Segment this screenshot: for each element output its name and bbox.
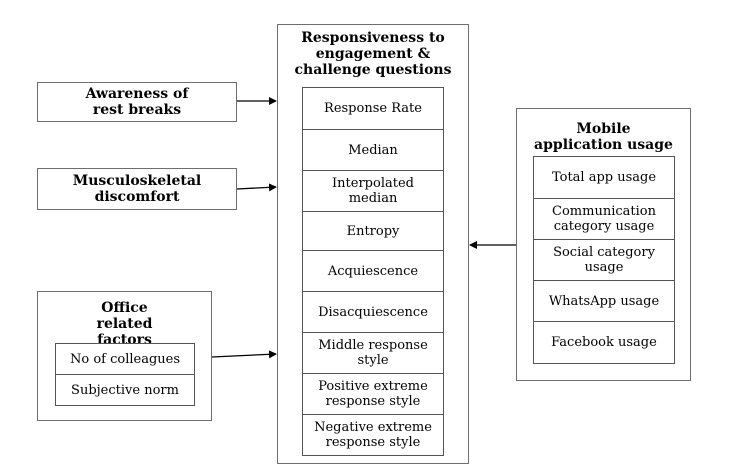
- responsiveness-item: Response Rate: [302, 87, 444, 130]
- responsiveness-item: Negative extreme response style: [302, 414, 444, 456]
- mobile-usage-item: WhatsApp usage: [533, 280, 675, 322]
- mobile-application-usage-title: Mobile application usage: [534, 121, 673, 153]
- office-related-factors-box: Office related factors No of colleagues …: [37, 291, 212, 421]
- musculoskeletal-discomfort-title: Musculoskeletal discomfort: [72, 173, 202, 205]
- responsiveness-item: Acquiescence: [302, 250, 444, 292]
- mobile-usage-item: Social category usage: [533, 239, 675, 281]
- responsiveness-box: Responsiveness to engagement & challenge…: [277, 24, 469, 464]
- office-to-responsiveness-arrow: [211, 350, 277, 359]
- responsiveness-title: Responsiveness to engagement & challenge…: [294, 30, 452, 78]
- awareness-of-rest-breaks-title: Awareness of rest breaks: [85, 86, 189, 118]
- mobile-application-usage-box: Mobile application usage Total app usage…: [516, 108, 691, 381]
- responsiveness-item: Entropy: [302, 211, 444, 251]
- office-factor-item: No of colleagues: [55, 343, 195, 375]
- mobile-usage-item: Total app usage: [533, 156, 675, 199]
- mobile-usage-item: Facebook usage: [533, 321, 675, 364]
- musculoskeletal-discomfort-box: Musculoskeletal discomfort: [37, 168, 237, 210]
- responsiveness-item: Median: [302, 129, 444, 171]
- musculoskeletal-to-responsiveness-arrow: [236, 183, 277, 192]
- mobile-usage-item: Communication category usage: [533, 198, 675, 240]
- office-factor-item: Subjective norm: [55, 374, 195, 406]
- responsiveness-item: Interpolated median: [302, 170, 444, 212]
- responsiveness-item: Disacquiescence: [302, 291, 444, 333]
- responsiveness-item: Positive extreme response style: [302, 373, 444, 415]
- awareness-of-rest-breaks-box: Awareness of rest breaks: [37, 82, 237, 122]
